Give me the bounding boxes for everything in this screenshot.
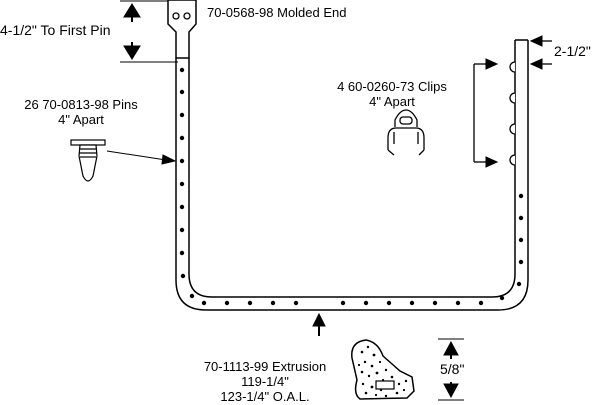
push-pin-icon xyxy=(70,139,106,182)
clip-offset-dimension xyxy=(529,35,552,70)
extrusion-profile-icon xyxy=(351,339,415,400)
extrusion-label-line3: 123-1/4" O.A.L. xyxy=(220,389,310,404)
extrusion-arrow xyxy=(312,312,326,336)
extrusion-channel xyxy=(175,39,529,311)
extrusion-label-line1: 70-1113-99 Extrusion xyxy=(203,359,327,374)
molded-end-label: 70-0568-98 Molded End xyxy=(207,5,347,20)
extrusion-label-line2: 119-1/4" xyxy=(241,374,289,389)
clip-row xyxy=(509,61,516,166)
pins-label-line2: 4" Apart xyxy=(58,112,104,127)
pins-label: 26 70-0813-98 Pins 4" Apart xyxy=(2,97,160,127)
clips-label-line1: 4 60-0260-73 Clips xyxy=(337,79,447,94)
clip-spacing-bracket xyxy=(473,58,499,168)
profile-height-dimension xyxy=(438,338,464,401)
clips-label-line2: 4" Apart xyxy=(369,94,415,109)
pin-row xyxy=(179,67,524,306)
profile-height-label: 5/8" xyxy=(440,361,465,377)
clip-icon xyxy=(387,109,425,156)
molded-end-icon xyxy=(167,0,197,59)
clip-offset-label: 2-1/2" xyxy=(554,43,591,59)
first-pin-label: 4-1/2" To First Pin xyxy=(0,22,111,38)
clips-label: 4 60-0260-73 Clips 4" Apart xyxy=(322,79,462,109)
pins-label-line1: 26 70-0813-98 Pins xyxy=(24,97,138,112)
extrusion-label: 70-1113-99 Extrusion 119-1/4" 123-1/4" O… xyxy=(184,359,346,404)
pin-leader-arrow xyxy=(106,150,177,165)
